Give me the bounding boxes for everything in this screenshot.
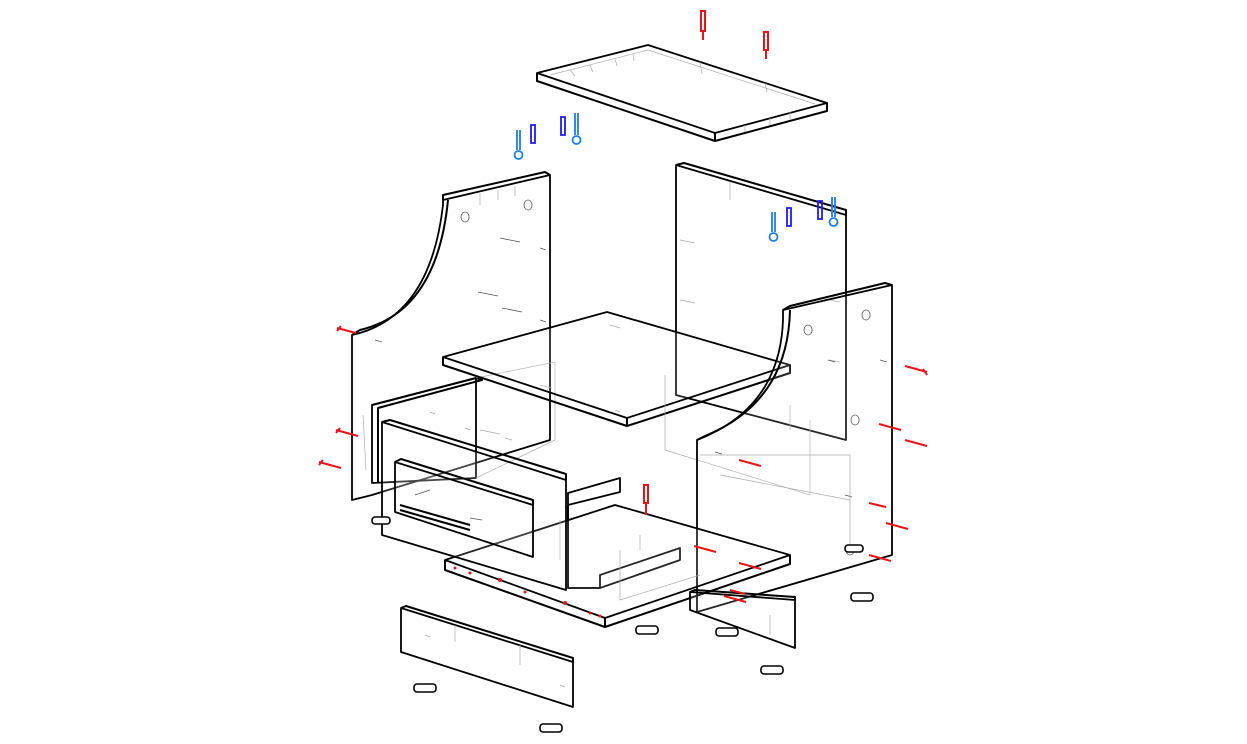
dowel-icon (530, 124, 536, 144)
foot (715, 627, 739, 637)
screw-icon (738, 459, 762, 467)
screw-icon (878, 423, 902, 431)
dowel-icon (768, 212, 779, 242)
dowel-icon (513, 130, 524, 160)
screw-icon (904, 439, 928, 447)
screw-icon (700, 10, 706, 40)
bottom-panel (444, 504, 791, 628)
dowels (513, 113, 839, 242)
front-rail (400, 605, 574, 708)
middle-shelf (442, 311, 811, 496)
foot (413, 683, 437, 693)
foot (850, 592, 874, 602)
screw-icon (723, 595, 747, 603)
foot (760, 665, 784, 675)
drawer-front (381, 419, 567, 591)
screw-icon (738, 562, 762, 570)
screw-icon (885, 522, 909, 530)
top-panel (536, 44, 828, 142)
screw-icon (643, 484, 649, 515)
red-markers (453, 566, 602, 618)
screw-icon (763, 31, 769, 59)
back-rail (689, 589, 796, 649)
dowel-icon (786, 207, 792, 227)
drawer-box (371, 361, 681, 589)
back-panel (675, 162, 847, 441)
screws (318, 10, 928, 603)
left-side-panel (351, 171, 551, 501)
feet (371, 516, 874, 733)
screw-icon (729, 589, 746, 595)
screw-icon (318, 459, 342, 469)
screw-icon (868, 502, 887, 508)
foot (539, 723, 563, 733)
dowel-icon (817, 200, 823, 220)
dowel-icon (560, 116, 566, 136)
foot (844, 544, 864, 553)
screw-icon (693, 545, 717, 553)
dowel-icon (828, 197, 839, 227)
screw-icon (336, 325, 357, 334)
dowel-icon (571, 113, 582, 145)
foot (371, 516, 391, 525)
screw-icon (868, 554, 892, 562)
screw-icon (335, 427, 359, 437)
right-side-panel (696, 282, 893, 613)
screw-icon (904, 365, 928, 376)
foot (635, 625, 659, 635)
